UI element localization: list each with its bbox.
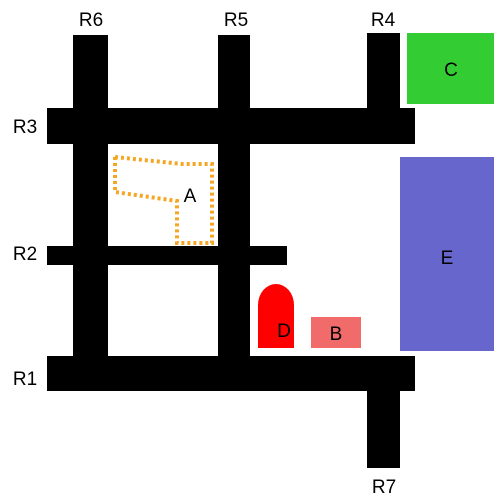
road-r5	[218, 35, 250, 358]
zone-c: C	[407, 33, 494, 104]
road-label-r6: R6	[79, 10, 103, 31]
road-r4	[367, 33, 400, 111]
road-label-r3: R3	[13, 117, 37, 138]
zone-d: D	[258, 284, 294, 348]
road-label-r5: R5	[224, 10, 248, 31]
road-r1	[47, 356, 415, 391]
road-labels: R6 R5 R4 R3 R2 R1 R7	[13, 10, 396, 498]
zone-b: B	[311, 317, 361, 348]
zone-d-label: D	[277, 321, 291, 342]
zone-c-area	[407, 33, 494, 104]
road-label-r2: R2	[13, 244, 37, 265]
road-network	[47, 33, 415, 468]
road-r7	[367, 388, 400, 468]
road-r6	[73, 35, 108, 358]
zone-b-area	[311, 317, 361, 348]
zone-a-label: A	[184, 186, 197, 207]
road-r3	[47, 108, 415, 144]
zone-a: A	[113, 154, 214, 245]
zone-c-label: C	[444, 60, 458, 81]
road-label-r4: R4	[371, 10, 396, 31]
road-label-r7: R7	[372, 477, 396, 498]
road-r2	[47, 246, 287, 265]
zone-d-area	[258, 284, 294, 348]
zone-e-label: E	[441, 248, 454, 269]
zone-b-label: B	[330, 324, 343, 345]
zone-e-area	[400, 157, 494, 351]
zone-a-outline	[113, 154, 214, 245]
road-label-r1: R1	[13, 369, 37, 390]
zone-e: E	[400, 157, 494, 351]
